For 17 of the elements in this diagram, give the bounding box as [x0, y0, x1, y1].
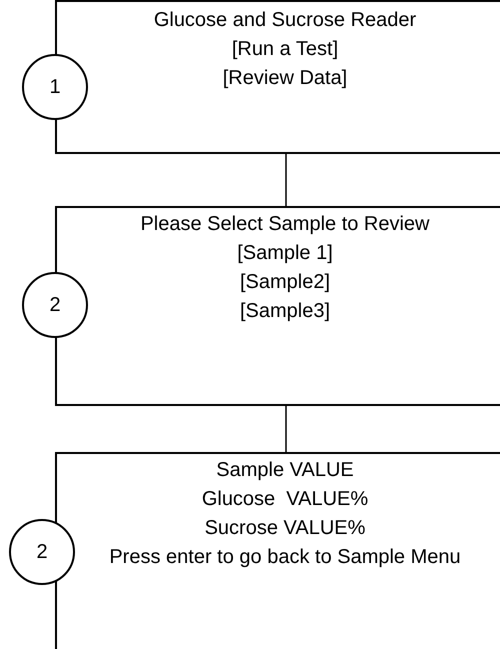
- screen-box: [55, 452, 500, 649]
- screen-text: [Sample3]: [238, 299, 332, 324]
- screen-text: Sucrose VALUE%: [204, 516, 366, 541]
- connector-line: [285, 406, 287, 452]
- screen-text: [Review Data]: [222, 66, 348, 91]
- step-number-circle: 1: [22, 54, 88, 120]
- screen-text: [Run a Test]: [230, 37, 340, 62]
- screen-text: Please Select Sample to Review: [139, 212, 431, 237]
- screen-text: [Sample 1]: [236, 241, 334, 266]
- screen-text: Glucose and Sucrose Reader: [152, 8, 418, 33]
- screen-text: Glucose VALUE%: [200, 487, 370, 512]
- screen-text: Sample VALUE: [215, 458, 355, 483]
- screen-text: Press enter to go back to Sample Menu: [108, 545, 462, 570]
- step-number-circle: 2: [9, 519, 75, 585]
- step-number-circle: 2: [22, 272, 88, 338]
- connector-line: [285, 154, 287, 206]
- screen-text: [Sample2]: [238, 270, 332, 295]
